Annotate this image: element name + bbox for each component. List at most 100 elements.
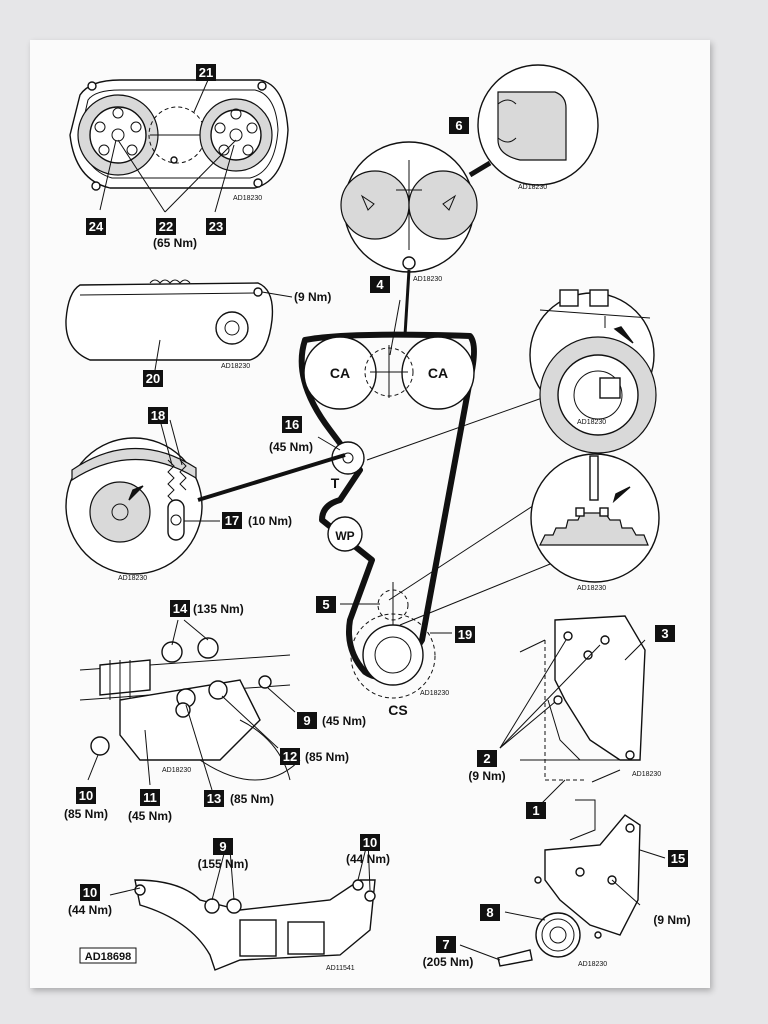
label-24 <box>86 218 106 235</box>
label-24-text: 24 <box>89 219 104 234</box>
label-20-text: 20 <box>146 371 160 386</box>
label-11 <box>140 789 160 806</box>
code-c3: AD18230 <box>518 184 547 191</box>
rear-cover-figure <box>499 615 646 806</box>
label-4 <box>370 276 390 293</box>
label-6-text: 6 <box>455 118 462 133</box>
label-2-text: 2 <box>483 751 490 766</box>
label-15-text: 15 <box>671 851 685 866</box>
label-8-text: 8 <box>486 905 493 920</box>
timing-cover-figure <box>65 279 293 371</box>
tensioner-detail-figure <box>65 419 346 575</box>
lower-mount-figure <box>109 839 376 971</box>
code-c10: AD18230 <box>632 771 661 778</box>
label-10a-text: 10 <box>79 788 93 803</box>
label-13-text: 13 <box>207 791 221 806</box>
engine-mount-figure <box>79 619 301 791</box>
torque-9b: (155 Nm) <box>198 857 249 871</box>
label-14 <box>170 600 190 617</box>
label-7-text: 7 <box>442 937 449 952</box>
torque-10a: (85 Nm) <box>64 807 108 821</box>
code-c13: AD11541 <box>326 965 355 972</box>
label-10b-text: 10 <box>363 835 377 850</box>
label-21-text: 21 <box>199 65 213 80</box>
label-10c <box>80 884 100 901</box>
torque-9a: (45 Nm) <box>322 714 366 728</box>
label-22-text: 22 <box>159 219 173 234</box>
label-5-text: 5 <box>322 597 329 612</box>
label-16-text: 16 <box>285 417 299 432</box>
code-c5: AD18230 <box>420 690 449 697</box>
label-1 <box>526 802 546 819</box>
label-23-text: 23 <box>209 219 223 234</box>
label-9a <box>297 712 317 729</box>
label-8 <box>480 904 500 921</box>
torque-14: (135 Nm) <box>193 602 244 616</box>
code-c4: AD18230 <box>413 276 442 283</box>
label-21 <box>196 64 216 81</box>
torque-20: (9 Nm) <box>294 290 331 304</box>
figure-id: AD18698 <box>85 951 131 963</box>
label-11-text: 11 <box>143 790 157 805</box>
label-6 <box>449 117 469 134</box>
label-19 <box>455 626 475 643</box>
label-15 <box>668 850 688 867</box>
torque-13: (85 Nm) <box>230 792 274 806</box>
label-12 <box>280 748 300 765</box>
label-10c-text: 10 <box>83 885 97 900</box>
figure-id-box <box>79 947 137 964</box>
label-14-text: 14 <box>173 601 188 616</box>
torque-15: (9 Nm) <box>653 913 690 927</box>
label-17 <box>222 512 242 529</box>
belt-layout-figure <box>298 299 561 699</box>
label-9a-text: 9 <box>303 713 310 728</box>
torque-10b: (44 Nm) <box>346 852 390 866</box>
label-16 <box>282 416 302 433</box>
cam-pulleys-detail-figure <box>340 64 599 336</box>
label-18 <box>148 407 168 424</box>
torque-7: (205 Nm) <box>423 955 474 969</box>
label-7 <box>436 936 456 953</box>
label-5 <box>316 596 336 613</box>
belt-tensioner: T <box>331 475 340 491</box>
timing-marks-detail-figure <box>529 289 660 583</box>
belt-crank: CS <box>388 702 407 718</box>
torque-12: (85 Nm) <box>305 750 349 764</box>
camshaft-housing-figure <box>69 79 289 213</box>
code-c6: AD18230 <box>577 419 606 426</box>
torque-16: (45 Nm) <box>269 440 313 454</box>
label-12-text: 12 <box>283 749 297 764</box>
label-9b-text: 9 <box>219 839 226 854</box>
belt-water-pump: WP <box>335 529 354 543</box>
label-22 <box>156 218 176 235</box>
torque-17: (10 Nm) <box>248 514 292 528</box>
label-17-text: 17 <box>225 513 239 528</box>
torque-11: (45 Nm) <box>128 809 172 823</box>
torque-10c: (44 Nm) <box>68 903 112 917</box>
code-c2: AD18230 <box>221 363 250 370</box>
label-3-text: 3 <box>661 626 668 641</box>
torque-22: (65 Nm) <box>153 236 197 250</box>
label-23 <box>206 218 226 235</box>
label-13 <box>204 790 224 807</box>
label-10b <box>360 834 380 851</box>
label-9b <box>213 838 233 855</box>
code-c11: AD18230 <box>578 961 607 968</box>
label-4-text: 4 <box>376 277 384 292</box>
crank-pulley-figure <box>459 799 666 967</box>
label-1-text: 1 <box>532 803 539 818</box>
code-c7: AD18230 <box>577 585 606 592</box>
code-c9: AD18230 <box>162 767 191 774</box>
label-3 <box>655 625 675 642</box>
belt-ca-left: CA <box>330 365 350 381</box>
label-18-text: 18 <box>151 408 165 423</box>
label-2 <box>477 750 497 767</box>
label-20 <box>143 370 163 387</box>
code-c1: AD18230 <box>233 195 262 202</box>
code-c8: AD18230 <box>118 575 147 582</box>
belt-ca-right: CA <box>428 365 448 381</box>
label-19-text: 19 <box>458 627 472 642</box>
label-10a <box>76 787 96 804</box>
torque-2: (9 Nm) <box>468 769 505 783</box>
